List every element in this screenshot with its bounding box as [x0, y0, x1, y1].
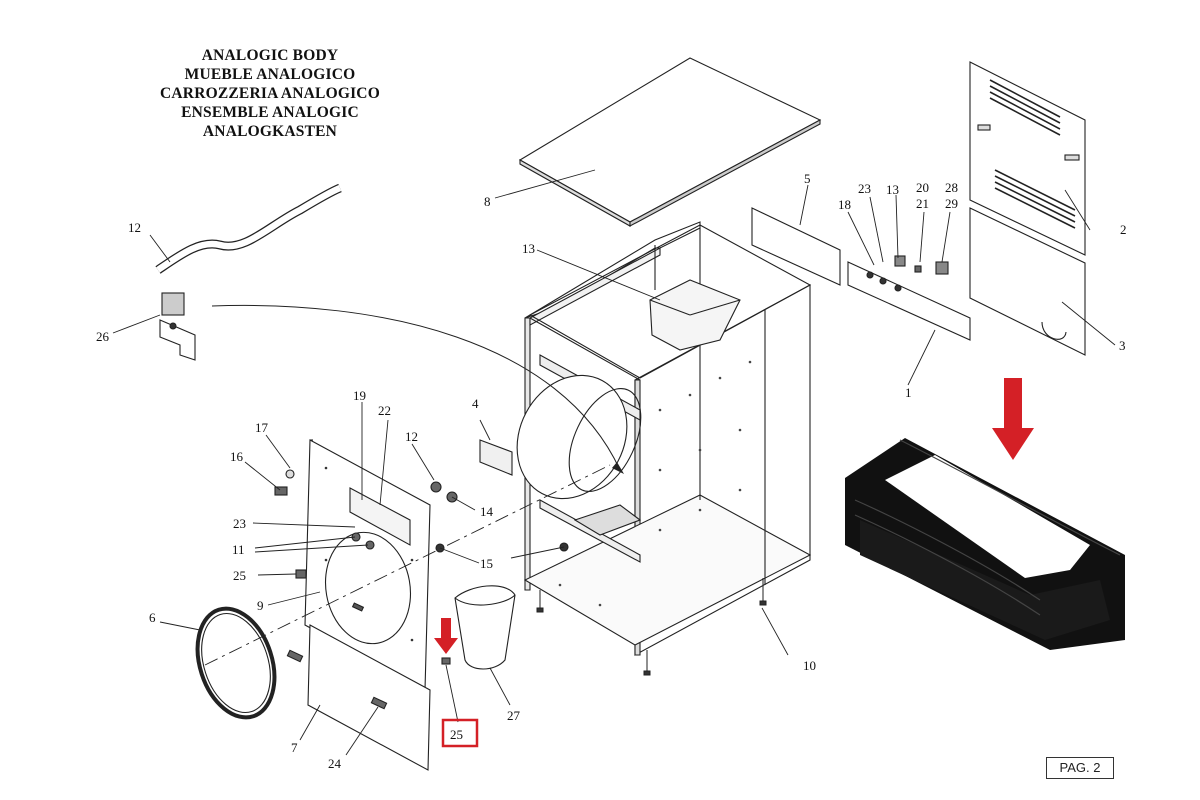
cabinet-body	[523, 221, 812, 676]
title-line-es: MUEBLE ANALOGICO	[184, 66, 356, 83]
part-label-2: 2	[1120, 222, 1127, 237]
part-label-26: 26	[96, 329, 110, 344]
part-label-28: 28	[945, 180, 958, 195]
part-label-27: 27	[507, 708, 521, 723]
part-label-3: 3	[1119, 338, 1126, 353]
rear-panel-lower	[969, 207, 1086, 356]
part-label-12: 12	[405, 429, 418, 444]
part-label-24: 24	[328, 756, 342, 771]
part-label-5: 5	[804, 171, 811, 186]
part-label-13: 13	[886, 182, 899, 197]
part-label-10: 10	[803, 658, 816, 673]
lower-kick-panel	[286, 624, 431, 771]
part-4-bracket	[479, 439, 513, 476]
part-label-18: 18	[838, 197, 851, 212]
title-line-fr: ENSEMBLE ANALOGIC	[181, 104, 359, 121]
title-line-de: ANALOGKASTEN	[202, 123, 338, 140]
part-label-25: 25	[233, 568, 246, 583]
part-label-13-duct: 13	[522, 241, 535, 256]
arrow-down-icon	[992, 378, 1034, 460]
title-line-it: CARROZZERIA ANALOGICO	[160, 85, 380, 102]
replacement-gasket-illustration	[845, 438, 1125, 650]
part-5-rail	[751, 207, 841, 286]
part-label-15: 15	[480, 556, 493, 571]
part-label-7: 7	[291, 740, 298, 755]
door-gasket	[195, 606, 277, 720]
part-label-22: 22	[378, 403, 391, 418]
drawing-title: ANALOGIC BODY MUEBLE ANALOGICO CARROZZER…	[130, 46, 410, 141]
part-label-29: 29	[945, 196, 958, 211]
part-label-12-hose: 12	[128, 220, 141, 235]
leader-lines	[112, 169, 1116, 756]
part-label-17: 17	[255, 420, 269, 435]
part-label-6: 6	[149, 610, 156, 625]
top-panel	[518, 57, 822, 227]
part-label-23: 23	[233, 516, 246, 531]
lint-filter-box	[454, 585, 516, 670]
hinge-bracket	[159, 292, 196, 361]
rear-drum-plate	[516, 374, 628, 500]
arrow-down-icon	[434, 618, 458, 654]
part-label-14: 14	[480, 504, 494, 519]
part-label-19: 19	[353, 388, 366, 403]
small-fittings	[274, 469, 569, 665]
part-label-11: 11	[232, 542, 245, 557]
control-strip	[847, 255, 971, 341]
center-axis	[204, 464, 611, 666]
title-line-en: ANALOGIC BODY	[201, 47, 339, 64]
front-panel	[304, 439, 431, 691]
part-label-21: 21	[916, 196, 929, 211]
page-number-tag: PAG. 2	[1046, 757, 1114, 779]
part-label-25-highlighted: 25	[450, 727, 463, 742]
highlight-arrows	[434, 378, 1034, 654]
part-label-20: 20	[916, 180, 929, 195]
part-label-9: 9	[257, 598, 264, 613]
leader-curve	[211, 304, 621, 471]
part-label-8: 8	[484, 194, 491, 209]
highlight-box	[441, 718, 479, 748]
part-label-16: 16	[230, 449, 244, 464]
rear-panel-upper	[969, 61, 1086, 256]
part-label-23-strip: 23	[858, 181, 871, 196]
part-label-4: 4	[472, 396, 479, 411]
part-label-1: 1	[905, 385, 912, 400]
